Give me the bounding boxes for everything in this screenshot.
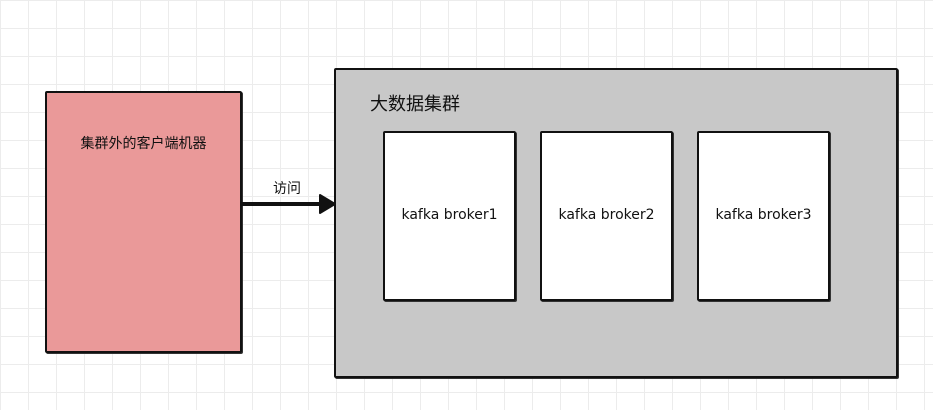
client-machine-label: 集群外的客户端机器	[80, 136, 207, 152]
big-data-cluster-box: 大数据集群 kafka broker1 kafka broker2 kafka …	[334, 68, 898, 378]
broker-label: kafka broker1	[401, 207, 498, 223]
cluster-label: 大数据集群	[370, 94, 460, 115]
broker-label: kafka broker3	[715, 207, 812, 223]
client-machine-box: 集群外的客户端机器	[45, 91, 242, 353]
kafka-broker-2-box: kafka broker2	[540, 131, 673, 301]
broker-label: kafka broker2	[558, 207, 655, 223]
kafka-broker-1-box: kafka broker1	[383, 131, 516, 301]
kafka-broker-3-box: kafka broker3	[697, 131, 830, 301]
access-arrow	[240, 194, 336, 214]
access-label: 访问	[273, 181, 301, 197]
